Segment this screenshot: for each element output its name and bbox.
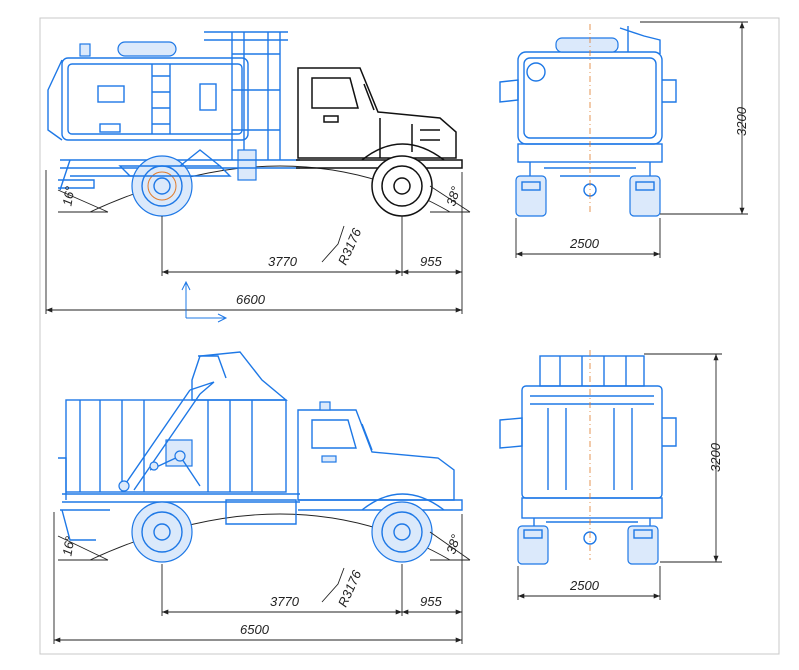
rear-wheel: [131, 155, 193, 217]
front-wheel-bottom: [361, 493, 445, 563]
rear-height-label: 3200: [734, 106, 749, 136]
extension-lines: [45, 170, 463, 314]
top-side-view: 16° 38° R3176 3770 955 6600: [45, 31, 471, 323]
approach-angle-lines-bottom: [57, 535, 109, 561]
side-mechanism: [118, 149, 232, 177]
rear-width-label-bottom: 2500: [569, 578, 600, 593]
turn-radius-leader-bottom: [321, 567, 345, 603]
chassis-bottom: [60, 493, 300, 525]
wheelbase-label-bottom: 3770: [270, 594, 300, 609]
rear-overhang-label-bottom: 955: [420, 594, 442, 609]
rear-stabilizer: [58, 457, 96, 541]
departure-angle-lines: [429, 185, 471, 213]
container-body: [65, 351, 288, 493]
rear-step: [58, 159, 95, 191]
left-rear-wheels-bottom: [517, 525, 549, 565]
axis-indicator: [181, 280, 228, 323]
overall-length-label-bottom: 6500: [240, 622, 270, 637]
departure-angle-label-bottom: 38°: [443, 533, 463, 556]
truck-cab: [297, 67, 457, 159]
rear-width-label: 2500: [569, 236, 600, 251]
top-rear-view: 2500 3200: [499, 21, 749, 258]
departure-angle-lines-bottom: [429, 531, 471, 561]
rear-overhang-label: 955: [420, 254, 442, 269]
bottom-rear-view: 2500 3200: [499, 350, 723, 600]
truck-cab-bottom: [297, 401, 463, 511]
approach-angle-label-bottom: 16°: [59, 535, 77, 557]
right-rear-wheels: [629, 175, 661, 217]
rear-wheel-bottom: [131, 501, 193, 563]
wheelbase-label: 3770: [268, 254, 298, 269]
right-rear-wheels-bottom: [627, 525, 659, 565]
turn-radius-leader: [321, 225, 345, 263]
approach-angle-lines: [57, 189, 109, 213]
bottom-side-view: 16° 38° R3176 3770 955 6500: [53, 351, 471, 644]
rear-height-label-bottom: 3200: [708, 442, 723, 472]
approach-angle-label: 16°: [59, 185, 77, 207]
left-rear-wheels: [515, 175, 547, 217]
departure-angle-label: 38°: [443, 185, 463, 208]
overall-length-label: 6600: [236, 292, 266, 307]
loader-arms: [118, 381, 215, 492]
rear-frame-bottom: [521, 497, 663, 519]
tank-body: [47, 41, 249, 141]
loader-mast: [204, 31, 288, 181]
